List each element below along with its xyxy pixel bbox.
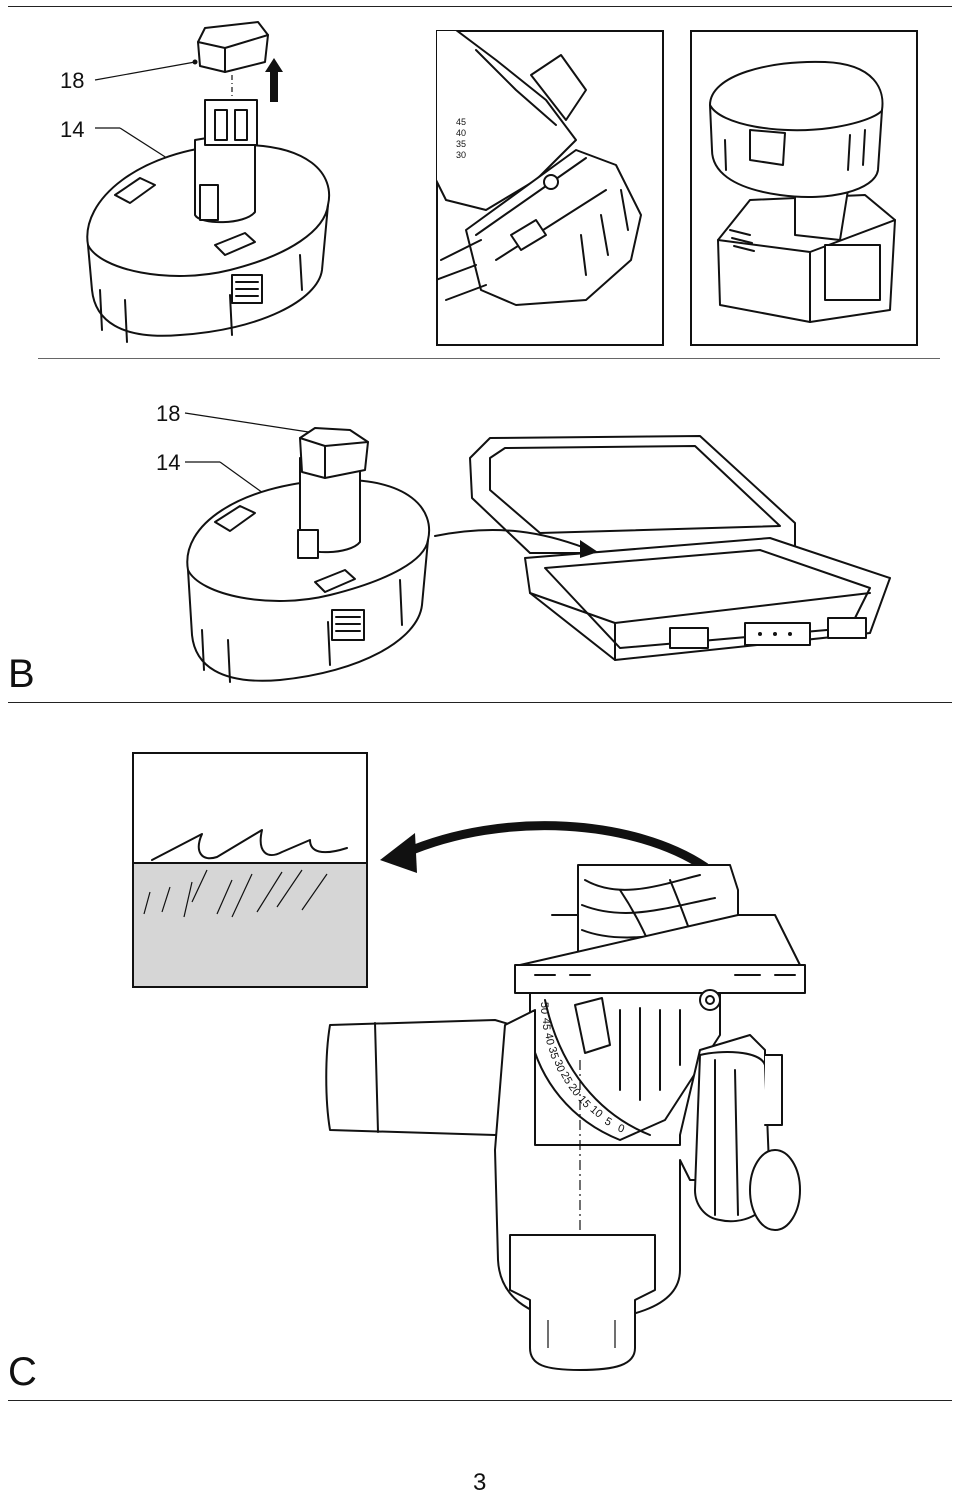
saw-battery-insert-inset: 45 40 35 30 xyxy=(436,30,664,346)
callout-14-b: 14 xyxy=(156,450,181,475)
battery-cap-removal-illustration xyxy=(86,21,331,343)
detail-callout-arrow xyxy=(380,821,710,873)
inset-bevel-scale: 45 40 35 30 xyxy=(456,117,466,160)
inset-scale-label: 40 xyxy=(456,128,466,138)
saw-bevel-cut-illustration xyxy=(325,864,806,1371)
carry-case-illustration xyxy=(434,435,891,661)
top-border-rule xyxy=(8,6,952,7)
divider-top-b xyxy=(38,358,940,359)
battery-charger-inset xyxy=(690,30,918,346)
inset-scale-label: 35 xyxy=(456,139,466,149)
inset-scale-label: 30 xyxy=(456,150,466,160)
callout-14-top: 14 xyxy=(60,117,85,142)
blade-teeth-detail-inset xyxy=(132,752,368,988)
divider-bottom xyxy=(8,1400,952,1401)
callout-18-b: 18 xyxy=(156,401,181,426)
inset-scale-label: 45 xyxy=(456,117,466,127)
divider-b-c xyxy=(8,702,952,703)
callout-18-top: 18 xyxy=(60,68,85,93)
page-number: 3 xyxy=(473,1469,487,1496)
section-letter-c: C xyxy=(8,1350,37,1394)
section-letter-b: B xyxy=(8,652,35,696)
battery-with-cap-illustration xyxy=(184,412,431,683)
